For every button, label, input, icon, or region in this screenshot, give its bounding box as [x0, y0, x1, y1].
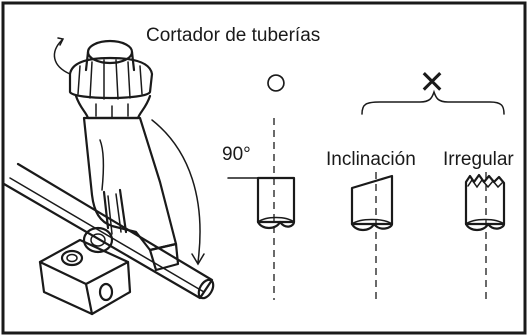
rotation-arrow-knob [53, 39, 71, 75]
tool-title: Cortador de tuberías [146, 25, 320, 46]
correct-symbol: ○ [264, 60, 288, 104]
incorrect-symbol: ✕ [419, 64, 446, 100]
irregular-cut-pipe [464, 172, 506, 300]
rotation-arrow-body [151, 119, 201, 263]
inclined-label: Inclinación [326, 149, 416, 170]
incorrect-bracket [361, 89, 505, 115]
inclined-cut-pipe [350, 172, 394, 300]
angle-label: 90° [222, 144, 251, 165]
irregular-label: Irregular [443, 149, 514, 170]
pipe-cutter-illustration [2, 37, 215, 316]
correct-cut-pipe: 90° [222, 118, 296, 300]
